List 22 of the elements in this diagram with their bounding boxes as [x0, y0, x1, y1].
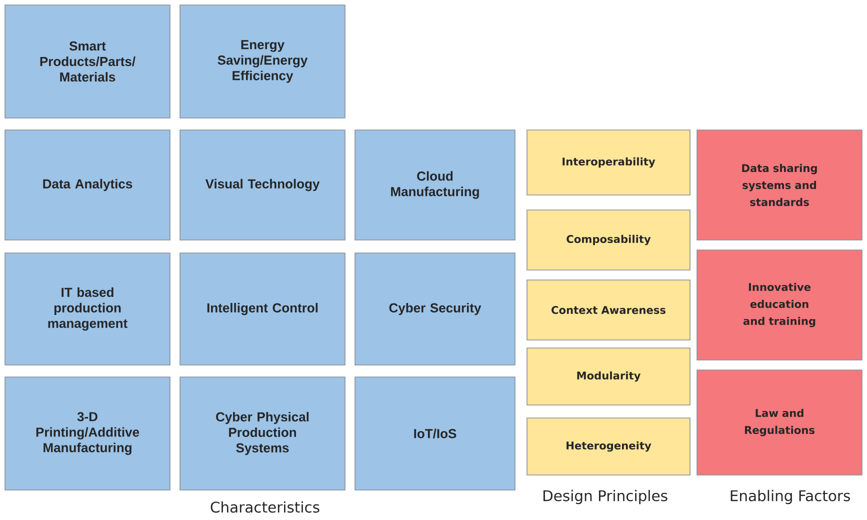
text-box: Heterogeneity — [526, 418, 690, 476]
text-box: Law and Regulations — [696, 370, 862, 476]
text-box: Composability — [526, 210, 690, 270]
text-box: Cyber Physical Production Systems — [180, 376, 346, 490]
text-box: Innovative education and training — [696, 250, 862, 360]
text-box: Smart Products/Parts/ Materials — [4, 4, 170, 118]
group-heading: Enabling Factors — [730, 490, 850, 504]
text-box: Data Analytics — [4, 130, 170, 240]
text-box: Interoperability — [526, 130, 690, 196]
text-box: 3-D Printing/Additive Manufacturing — [4, 376, 170, 490]
group-heading: Design Principles — [543, 490, 668, 504]
group-heading: Characteristics — [210, 501, 320, 513]
text-box: IT based production management — [4, 252, 170, 366]
text-box: Energy Saving/Energy Efficiency — [180, 4, 346, 118]
text-box: Cloud Manufacturing — [354, 130, 516, 240]
text-box: Visual Technology — [180, 130, 346, 240]
text-box: Intelligent Control — [180, 252, 346, 366]
text-box: Context Awareness — [526, 280, 690, 340]
text-box: Modularity — [526, 348, 690, 406]
text-box: Data sharing systems and standards — [696, 130, 862, 240]
text-box: Cyber Security — [354, 252, 516, 366]
text-box: IoT/IoS — [354, 376, 516, 490]
